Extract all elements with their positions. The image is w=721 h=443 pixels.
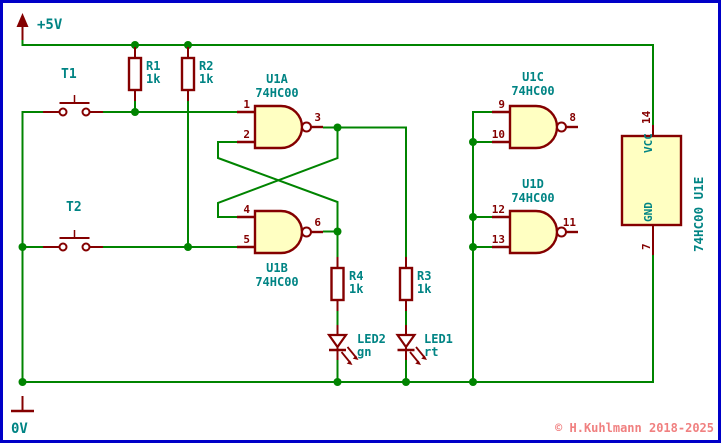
- copyright-text: © H.Kuhlmann 2018-2025: [555, 421, 714, 435]
- gate-u1d: 12 13 11 U1D 74HC00: [490, 177, 580, 255]
- resistor-r4: R4 1k: [330, 255, 364, 313]
- power-unit-side-label: 74HC00 U1E: [691, 177, 706, 252]
- resistor-r2: R2 1k: [180, 45, 214, 103]
- wire-input-bus: [472, 111, 492, 382]
- gate-u1b-part: 74HC00: [255, 275, 298, 289]
- resistor-r1-ref: R1: [146, 59, 160, 73]
- power-unit-vcc-text: VCC: [642, 133, 655, 153]
- led2-variant: gn: [357, 345, 371, 359]
- gate-u1a: 1 2 3 U1A 74HC00: [235, 72, 325, 150]
- led1-ref: LED1: [424, 332, 453, 346]
- wires: [21, 40, 654, 383]
- power-unit-vcc-pin: 14: [640, 110, 653, 124]
- wire-cross-pin4: [217, 127, 339, 218]
- gate-u1b-pin-in2: 5: [243, 233, 250, 246]
- resistor-r1: R1 1k: [127, 45, 161, 103]
- resistor-r4-value: 1k: [349, 282, 364, 296]
- gate-u1c-pin-in1: 9: [498, 98, 505, 111]
- resistor-r2-ref: R2: [199, 59, 213, 73]
- gate-u1c-part: 74HC00: [511, 84, 554, 98]
- led2-ref: LED2: [357, 332, 386, 346]
- led1-red: LED1 rt: [396, 323, 453, 367]
- gate-u1c-pin-out: 8: [569, 111, 576, 124]
- gate-u1c-pin-in2: 10: [492, 128, 505, 141]
- button-t2: T2: [42, 200, 104, 252]
- resistor-r3-value: 1k: [417, 282, 432, 296]
- gate-u1a-pin-in2: 2: [243, 128, 250, 141]
- button-t1: T1: [42, 67, 104, 117]
- button-t2-ref: T2: [66, 200, 82, 215]
- resistor-r2-value: 1k: [199, 72, 214, 86]
- resistor-r3-ref: R3: [417, 269, 431, 283]
- gate-u1b-pin-out: 6: [314, 216, 321, 229]
- led2-green: LED2 gn: [327, 323, 386, 367]
- gate-u1a-pin-out: 3: [314, 111, 321, 124]
- gate-u1d-pin-in2: 13: [492, 233, 505, 246]
- vcc-symbol: +5V: [16, 13, 63, 40]
- power-unit-u1e: 14 7 VCC GND 74HC00 U1E: [620, 110, 706, 255]
- gate-u1b-ref: U1B: [266, 261, 288, 275]
- gate-u1a-pin-in1: 1: [243, 98, 250, 111]
- resistor-r1-value: 1k: [146, 72, 161, 86]
- gate-u1c-ref: U1C: [522, 70, 544, 84]
- gate-u1d-pin-in1: 12: [492, 203, 505, 216]
- wire-cross-pin2: [217, 141, 339, 232]
- gnd-symbol: 0V: [11, 396, 34, 437]
- resistor-r4-ref: R4: [349, 269, 363, 283]
- gate-u1a-ref: U1A: [266, 72, 288, 86]
- wire-q-to-r3: [323, 126, 407, 258]
- gate-u1a-part: 74HC00: [255, 86, 298, 100]
- power-unit-gnd-text: GND: [642, 202, 655, 222]
- resistor-r3: R3 1k: [398, 255, 432, 313]
- gate-u1d-ref: U1D: [522, 177, 544, 191]
- gate-u1b: 4 5 6 U1B 74HC00: [235, 203, 325, 289]
- gate-u1d-part: 74HC00: [511, 191, 554, 205]
- gnd-label: 0V: [11, 421, 28, 437]
- led1-variant: rt: [424, 345, 438, 359]
- gate-u1c: 9 10 8 U1C 74HC00: [490, 70, 580, 150]
- junction-dots: [18, 41, 477, 386]
- gate-u1d-pin-out: 11: [563, 216, 577, 229]
- power-unit-gnd-pin: 7: [640, 243, 653, 250]
- gate-u1b-pin-in1: 4: [243, 203, 250, 216]
- wire-vcc-rail: [21, 40, 654, 125]
- vcc-label: +5V: [37, 17, 63, 33]
- button-t1-ref: T1: [61, 67, 77, 82]
